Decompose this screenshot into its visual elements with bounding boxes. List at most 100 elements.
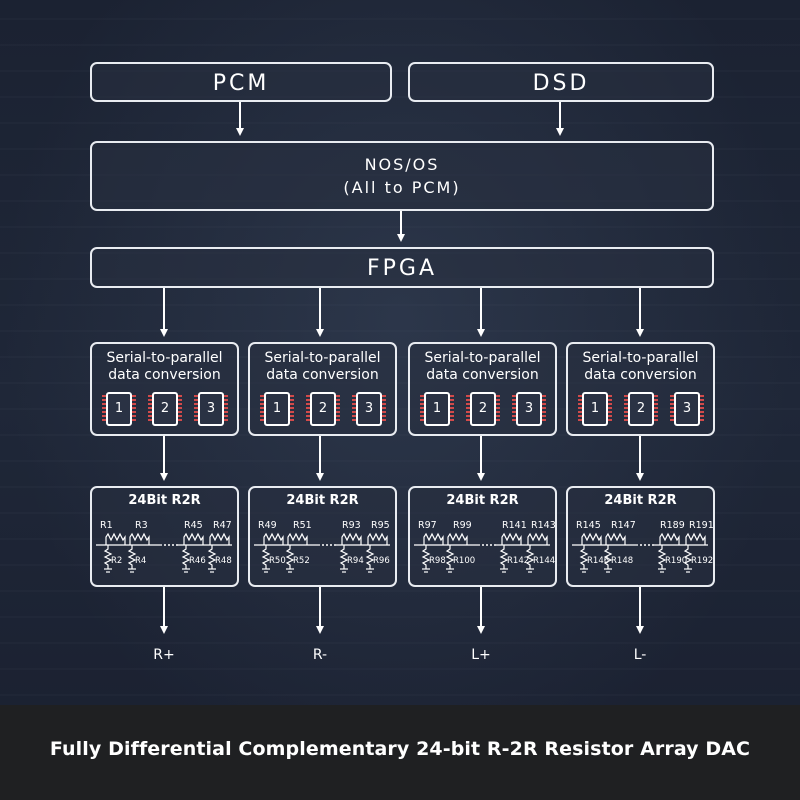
caption: Fully Differential Complementary 24-bit … [49, 738, 751, 760]
chip-pins-right [496, 395, 500, 423]
series-resistor-label: R189 [660, 520, 685, 531]
fpga-label: FPGA [366, 256, 438, 281]
chip-pins-left [260, 395, 264, 423]
r2r-ladder-schematic [414, 532, 550, 573]
nos-os-line2: (All to PCM) [343, 178, 461, 197]
chip-pins-right [290, 395, 294, 423]
shunt-resistor-label: R94 [347, 556, 364, 566]
chip-icon: 3 [198, 392, 224, 426]
chip-pins-left [352, 395, 356, 423]
chip-icon: 1 [264, 392, 290, 426]
conversion-line1: Serial-to-parallel [264, 350, 381, 366]
series-resistor-label: R99 [453, 520, 472, 531]
shunt-resistor-label: R50 [269, 556, 286, 566]
series-resistor-label: R3 [135, 520, 148, 531]
chip-pins-left [102, 395, 106, 423]
ellipsis-dots [322, 544, 336, 546]
chip-icon: 3 [516, 392, 542, 426]
r2r-title: 24Bit R2R [446, 493, 519, 508]
series-resistor-label: R145 [576, 520, 601, 531]
chip-icon: 2 [628, 392, 654, 426]
series-resistor-label: R147 [611, 520, 636, 531]
series-resistor-label: R97 [418, 520, 437, 531]
conversion-line1: Serial-to-parallel [106, 350, 223, 366]
pcm-box: PCM [90, 62, 392, 102]
r2r-title: 24Bit R2R [286, 493, 359, 508]
series-resistor-label: R143 [531, 520, 556, 531]
nos-os-line1: NOS/OS [364, 155, 440, 174]
r2r-ladder-schematic [572, 532, 708, 573]
output-label: L- [633, 647, 647, 663]
chip-pins-left [420, 395, 424, 423]
series-resistor-label: R141 [502, 520, 527, 531]
series-resistor-label: R191 [689, 520, 714, 531]
conversion-line2: data conversion [426, 367, 539, 383]
chip-pins-right [542, 395, 546, 423]
shunt-resistor-label: R190 [665, 556, 688, 566]
footer-band [0, 705, 800, 800]
conversion-line2: data conversion [266, 367, 379, 383]
output-label: R+ [153, 647, 175, 663]
chip-icon: 1 [424, 392, 450, 426]
ellipsis-dots [164, 544, 178, 546]
series-resistor-label: R1 [100, 520, 113, 531]
chip-pins-left [624, 395, 628, 423]
r2r-ladder-schematic [254, 532, 390, 573]
shunt-resistor-label: R144 [533, 556, 556, 566]
conversion-line2: data conversion [584, 367, 697, 383]
series-resistor-label: R93 [342, 520, 361, 531]
chip-pins-right [178, 395, 182, 423]
series-resistor-label: R49 [258, 520, 277, 531]
dsd-box: DSD [408, 62, 714, 102]
output-label: L+ [471, 647, 491, 663]
chip-pins-right [132, 395, 136, 423]
r2r-title: 24Bit R2R [128, 493, 201, 508]
shunt-resistor-label: R100 [453, 556, 476, 566]
shunt-resistor-label: R4 [135, 556, 147, 566]
chip-icon: 2 [152, 392, 178, 426]
chip-pins-right [336, 395, 340, 423]
shunt-resistor-label: R2 [111, 556, 123, 566]
chip-pins-left [670, 395, 674, 423]
ellipsis-dots [640, 544, 654, 546]
chip-pins-right [608, 395, 612, 423]
chip-icon: 2 [470, 392, 496, 426]
series-resistor-label: R51 [293, 520, 312, 531]
chip-pins-left [578, 395, 582, 423]
shunt-resistor-label: R98 [429, 556, 446, 566]
conversion-line2: data conversion [108, 367, 221, 383]
shunt-resistor-label: R46 [189, 556, 206, 566]
nos-os-box: NOS/OS (All to PCM) [90, 141, 714, 211]
chip-pins-left [194, 395, 198, 423]
shunt-resistor-label: R48 [215, 556, 232, 566]
output-label: R- [312, 647, 328, 663]
chip-pins-right [382, 395, 386, 423]
chip-icon: 2 [310, 392, 336, 426]
chip-pins-right [700, 395, 704, 423]
shunt-resistor-label: R96 [373, 556, 390, 566]
chip-icon: 3 [356, 392, 382, 426]
chip-icon: 3 [674, 392, 700, 426]
chip-pins-left [306, 395, 310, 423]
r2r-title: 24Bit R2R [604, 493, 677, 508]
conversion-line1: Serial-to-parallel [424, 350, 541, 366]
series-resistor-label: R47 [213, 520, 232, 531]
chip-pins-right [654, 395, 658, 423]
shunt-resistor-label: R146 [587, 556, 610, 566]
shunt-resistor-label: R148 [611, 556, 634, 566]
r2r-ladder-schematic [96, 532, 232, 573]
ellipsis-dots [482, 544, 496, 546]
dsd-label: DSD [532, 71, 590, 96]
chip-pins-right [450, 395, 454, 423]
chip-pins-left [148, 395, 152, 423]
shunt-resistor-label: R192 [691, 556, 714, 566]
series-resistor-label: R45 [184, 520, 203, 531]
conversion-line1: Serial-to-parallel [582, 350, 699, 366]
